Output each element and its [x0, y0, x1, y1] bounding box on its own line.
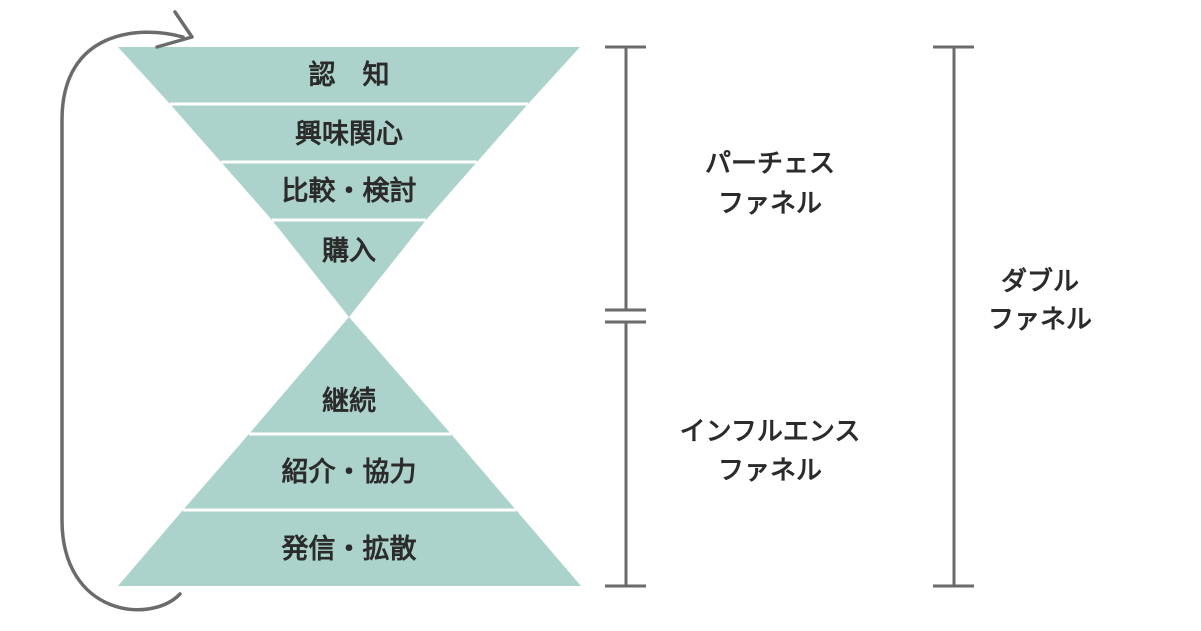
loop-arrow-icon [60, 10, 194, 612]
funnel-stage-awareness [118, 47, 580, 104]
influence-funnel-bracket [605, 320, 646, 588]
stage-label-referral: 紹介・協力 [282, 456, 417, 488]
influence-funnel-shape [118, 317, 581, 586]
influence-funnel-label-line2: ファネル [718, 456, 822, 486]
purchase-funnel-bracket [605, 45, 646, 312]
purchase-funnel-label-line2: ファネル [718, 189, 822, 219]
double-funnel-label-line2: ファネル [988, 305, 1092, 335]
purchase-funnel-shape [118, 47, 580, 317]
purchase-funnel-label-line1: パーチェス [705, 149, 835, 179]
funnel-stage-spread [118, 510, 581, 586]
stage-label-interest: 興味関心 [295, 119, 403, 150]
double-funnel-label-line1: ダブル [1001, 266, 1079, 297]
funnel-stage-interest [170, 104, 528, 162]
stage-label-comparison: 比較・検討 [282, 175, 417, 207]
double-funnel-bracket [933, 45, 974, 588]
funnel-stage-referral [183, 434, 516, 510]
funnel-stage-purchase [272, 220, 426, 317]
stage-label-awareness: 認 知 [309, 59, 390, 91]
stage-label-continuation: 継続 [322, 385, 376, 417]
funnel-stage-comparison [221, 162, 477, 220]
stage-label-purchase: 購入 [322, 236, 376, 267]
stage-label-spread: 発信・拡散 [281, 534, 417, 565]
funnel-stage-continuation [249, 317, 451, 434]
influence-funnel-label-line1: インフルエンス [680, 417, 861, 447]
